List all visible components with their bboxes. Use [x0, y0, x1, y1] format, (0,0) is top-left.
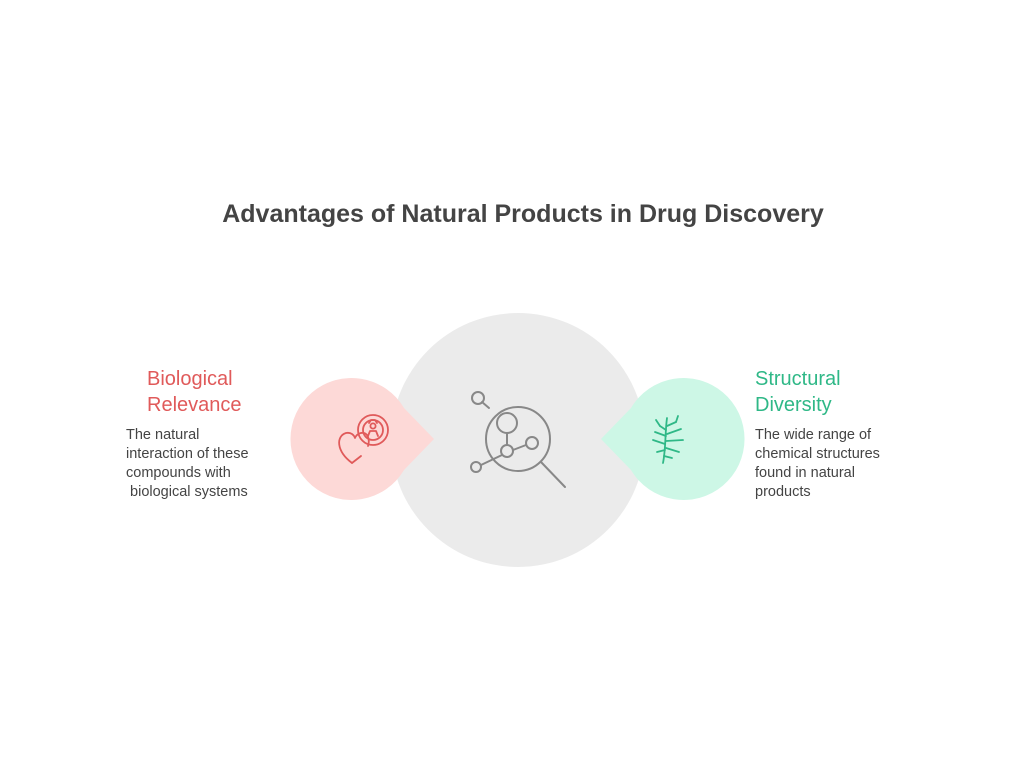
- diagram-title: Advantages of Natural Products in Drug D…: [222, 200, 824, 228]
- center-circle: [391, 313, 645, 567]
- structural-diversity-description: The wide range of chemical structures fo…: [755, 427, 880, 500]
- biological-relevance-description: The natural interaction of these compoun…: [126, 427, 249, 500]
- biological-relevance-title: Biological Relevance: [147, 368, 242, 416]
- left-bubble: [290, 377, 434, 500]
- right-bubble: [601, 377, 745, 500]
- molecule-magnifier-icon: [470, 391, 566, 488]
- structural-diversity-title: Structural Diversity: [755, 368, 841, 416]
- biological-relevance-block: Biological Relevance The natural interac…: [126, 366, 296, 502]
- branch-plant-icon: [652, 415, 684, 464]
- structural-diversity-block: Structural Diversity The wide range of c…: [755, 366, 925, 502]
- heart-cell-icon: [338, 414, 389, 464]
